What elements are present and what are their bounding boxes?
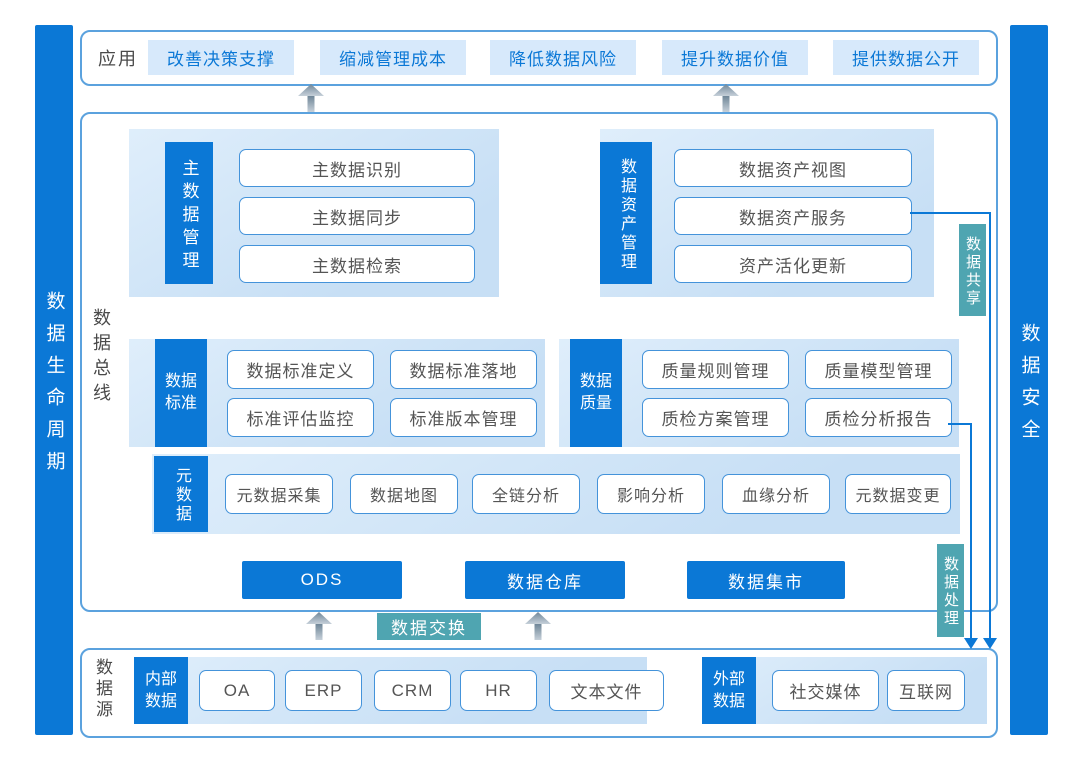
connector-line — [948, 423, 972, 425]
data-processing-tag: 数据处理 — [937, 544, 964, 637]
data-asset-group: 数据资产管理 数据资产视图 数据资产服务 资产活化更新 — [600, 129, 934, 297]
data-sharing-tag: 数据共享 — [959, 224, 986, 316]
app-item-reduce-management-cost: 缩减管理成本 — [320, 40, 466, 75]
item-master-data-identify: 主数据识别 — [239, 149, 475, 187]
application-panel: 应用 改善决策支撑 缩减管理成本 降低数据风险 提升数据价值 提供数据公开 — [80, 30, 998, 86]
item-master-data-sync: 主数据同步 — [239, 197, 475, 235]
data-security-bar: 数据安全 — [1010, 25, 1048, 735]
item-metadata-collection: 元数据采集 — [225, 474, 333, 514]
item-asset-activation-update: 资产活化更新 — [674, 245, 912, 283]
metadata-group: 元数据 元数据采集 数据地图 全链分析 影响分析 血缘分析 元数据变更 — [152, 454, 960, 534]
ods-box: ODS — [242, 561, 402, 599]
data-mart-box: 数据集市 — [687, 561, 845, 599]
connector-line — [970, 423, 972, 640]
master-data-group: 主数据管理 主数据识别 主数据同步 主数据检索 — [129, 129, 499, 297]
master-data-label: 主数据管理 — [165, 142, 213, 284]
metadata-label: 元数据 — [154, 456, 208, 532]
app-item-improve-decision-support: 改善决策支撑 — [148, 40, 294, 75]
connector-line — [989, 212, 991, 640]
data-warehouse-box: 数据仓库 — [465, 561, 625, 599]
item-quality-model-management: 质量模型管理 — [805, 350, 952, 389]
up-arrow-icon — [306, 612, 332, 640]
data-quality-label: 数据质量 — [570, 339, 622, 447]
item-standard-version-management: 标准版本管理 — [390, 398, 537, 437]
item-erp: ERP — [285, 670, 362, 711]
up-arrow-icon — [298, 84, 324, 112]
down-arrow-icon — [983, 638, 997, 649]
internal-data-label: 内部数据 — [134, 657, 188, 724]
item-hr: HR — [460, 670, 537, 711]
item-data-map: 数据地图 — [350, 474, 458, 514]
item-social-media: 社交媒体 — [772, 670, 879, 711]
data-standards-label: 数据标准 — [155, 339, 207, 447]
data-security-label: 数据安全 — [1018, 322, 1040, 451]
data-exchange-tag: 数据交换 — [377, 613, 481, 640]
item-standard-implementation: 数据标准落地 — [390, 350, 537, 389]
item-quality-rule-management: 质量规则管理 — [642, 350, 789, 389]
item-standard-evaluation-monitoring: 标准评估监控 — [227, 398, 374, 437]
item-text-file: 文本文件 — [549, 670, 664, 711]
data-asset-label: 数据资产管理 — [600, 142, 652, 284]
data-standards-group: 数据标准 数据标准定义 数据标准落地 标准评估监控 标准版本管理 — [129, 339, 545, 447]
item-data-asset-view: 数据资产视图 — [674, 149, 912, 187]
item-master-data-search: 主数据检索 — [239, 245, 475, 283]
data-lifecycle-bar: 数据生命周期 — [35, 25, 73, 735]
connector-line — [910, 212, 991, 214]
external-data-group: 外部数据 社交媒体 互联网 — [702, 657, 987, 724]
app-item-increase-data-value: 提升数据价值 — [662, 40, 808, 75]
data-quality-group: 数据质量 质量规则管理 质量模型管理 质检方案管理 质检分析报告 — [559, 339, 959, 447]
internal-data-group: 内部数据 OA ERP CRM HR 文本文件 — [134, 657, 664, 724]
data-lifecycle-label: 数据生命周期 — [43, 290, 65, 483]
up-arrow-icon — [525, 612, 551, 640]
data-source-panel: 数据源 内部数据 OA ERP CRM HR 文本文件 外部数据 社交媒体 互联… — [80, 648, 998, 738]
item-inspection-plan-management: 质检方案管理 — [642, 398, 789, 437]
item-crm: CRM — [374, 670, 451, 711]
down-arrow-icon — [964, 638, 978, 649]
item-full-chain-analysis: 全链分析 — [472, 474, 580, 514]
item-metadata-change: 元数据变更 — [845, 474, 951, 514]
up-arrow-icon — [713, 84, 739, 112]
item-impact-analysis: 影响分析 — [597, 474, 705, 514]
data-bus-panel: 数据总线 主数据管理 主数据识别 主数据同步 主数据检索 数据资产管理 数据资产… — [80, 112, 998, 637]
data-source-label: 数据源 — [93, 658, 112, 721]
app-item-reduce-data-risk: 降低数据风险 — [490, 40, 636, 75]
item-internet: 互联网 — [887, 670, 965, 711]
item-inspection-analysis-report: 质检分析报告 — [805, 398, 952, 437]
application-label: 应用 — [98, 49, 138, 69]
item-oa: OA — [199, 670, 275, 711]
item-standard-definition: 数据标准定义 — [227, 350, 374, 389]
app-item-provide-data-openness: 提供数据公开 — [833, 40, 979, 75]
item-lineage-analysis: 血缘分析 — [722, 474, 830, 514]
item-data-asset-service: 数据资产服务 — [674, 197, 912, 235]
data-bus-label: 数据总线 — [91, 308, 111, 408]
external-data-label: 外部数据 — [702, 657, 756, 724]
